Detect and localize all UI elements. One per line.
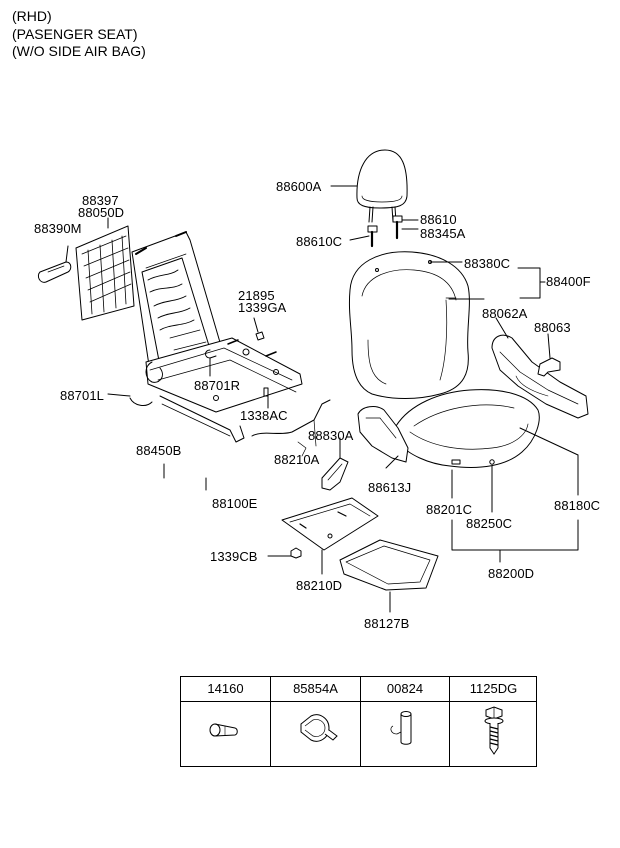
screw-icon [450, 702, 537, 766]
label-88210d: 88210D [296, 578, 343, 593]
label-88210a: 88210A [274, 452, 320, 467]
fastener-nut-drawing [253, 317, 302, 559]
parts-col-14160: 14160 [181, 677, 270, 766]
headrest-drawing [330, 149, 408, 223]
label-88701l: 88701L [60, 388, 104, 403]
label-88600a: 88600A [276, 179, 322, 194]
label-1338ac: 1338AC [240, 408, 288, 423]
label-88613j: 88613J [368, 480, 412, 495]
header-note-no-side-airbag: (W/O SIDE AIR BAG) [12, 43, 146, 59]
seatback-frame-drawing [107, 231, 303, 443]
parts-col-00824: 00824 [360, 677, 449, 766]
pin-icon [361, 702, 449, 766]
clip-icon [271, 702, 360, 766]
label-21895: 21895 [238, 288, 275, 303]
label-88390m: 88390M [34, 221, 82, 236]
label-88050d: 88050D [78, 205, 125, 220]
label-88610c: 88610C [296, 234, 343, 249]
parts-col-85854a: 85854A [270, 677, 360, 766]
parts-col-label: 14160 [181, 677, 270, 702]
parts-col-1125dg: 1125DG [449, 677, 537, 766]
lever-knob-drawing [37, 245, 72, 283]
parts-col-label: 85854A [271, 677, 360, 702]
label-88701r: 88701R [194, 378, 241, 393]
label-88397: 88397 [82, 193, 119, 208]
side-shield-drawing [491, 317, 589, 419]
label-88400f: 88400F [546, 274, 591, 289]
wire-harness-drawing [251, 399, 331, 457]
cushion-cover-drawing [394, 389, 579, 496]
mesh-panel-drawing [75, 217, 135, 321]
label-88062a: 88062A [482, 306, 528, 321]
label-88200d: 88200D [488, 566, 535, 581]
label-88100e: 88100E [212, 496, 258, 511]
storage-tray-drawing [339, 539, 439, 613]
label-88201c: 88201C [426, 502, 473, 517]
label-1339ga: 1339GA [238, 300, 287, 315]
headrest-guides-drawing [349, 215, 419, 248]
parts-col-label: 00824 [361, 677, 449, 702]
parts-col-label: 1125DG [450, 677, 537, 702]
fastener-parts-table: 14160 85854A 00824 [180, 676, 537, 767]
label-88063: 88063 [534, 320, 571, 335]
lower-bracket-drawing [281, 497, 379, 575]
header-note-passenger-seat: (PASENGER SEAT) [12, 26, 138, 42]
group-line-88200d [451, 519, 579, 551]
label-88345a: 88345A [420, 226, 466, 241]
label-88610: 88610 [420, 212, 457, 227]
label-88380c: 88380C [464, 256, 511, 271]
label-88180c: 88180C [554, 498, 601, 513]
label-88450b: 88450B [136, 443, 182, 458]
label-88127b: 88127B [364, 616, 410, 631]
inner-shield-drawing [357, 406, 409, 469]
seatback-cover-drawing [348, 251, 546, 399]
header-note-rhd: (RHD) [12, 8, 52, 24]
label-88830a: 88830A [308, 428, 354, 443]
buckle-drawing [321, 437, 349, 491]
label-88250c: 88250C [466, 516, 513, 531]
label-1339cb: 1339CB [210, 549, 258, 564]
bolt-icon [181, 702, 270, 766]
